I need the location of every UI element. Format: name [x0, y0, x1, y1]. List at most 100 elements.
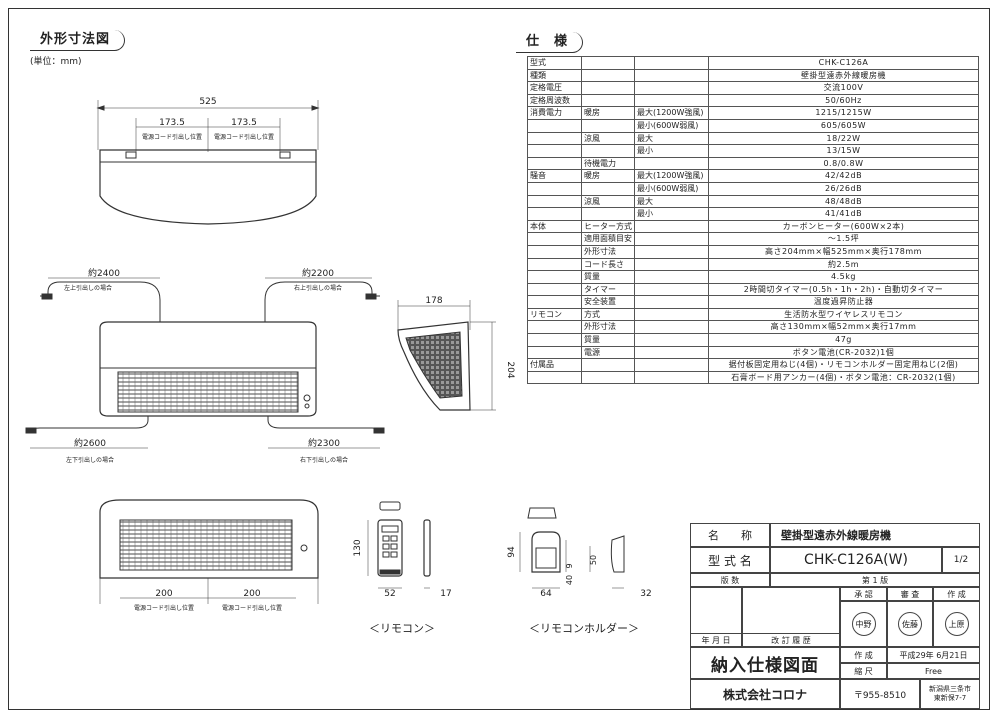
outline-section-tab: 外形寸法図 [30, 30, 126, 51]
spec-row: 種類 壁掛型遠赤外線暖房機 [527, 68, 979, 83]
spec-value: 4.5kg [708, 270, 979, 284]
tb-create-label: 作 成 [933, 587, 980, 601]
spec-value: 42/42dB [708, 169, 979, 183]
spec-value: 交流100V [708, 81, 979, 95]
spec-label [581, 181, 635, 196]
spec-row: 外形寸法高さ130mm×幅52mm×奥行17mm [527, 320, 979, 335]
spec-label [634, 156, 709, 171]
holder-caption: ＜リモコンホルダー＞ [529, 621, 639, 635]
spec-label: 涼風 [581, 194, 635, 209]
spec-label: 涼風 [581, 131, 635, 146]
tb-address-line2: 東新保7-7 [933, 694, 967, 702]
create-seal: 上原 [944, 612, 969, 636]
spec-label: 適用面積目安 [581, 232, 635, 246]
cord-lr-label: 右下引出しの場合 [300, 456, 348, 464]
dim-half-right: 173.5 [231, 118, 257, 128]
dim-bottom-left: 200 [155, 589, 172, 599]
side-view [397, 300, 496, 411]
spec-label [527, 370, 582, 385]
dim-holder-b: 40 [565, 575, 574, 585]
spec-label [581, 370, 635, 385]
spec-value: 高さ130mm×幅52mm×奥行17mm [708, 320, 979, 335]
spec-value: カーボンヒーター(600W×2本) [708, 219, 979, 234]
tb-revision-label: 改 訂 履 歴 [742, 633, 840, 647]
spec-label: ヒーター方式 [581, 219, 635, 234]
tb-edition-value: 第 1 版 [770, 573, 980, 587]
dim-bottom-right: 200 [243, 589, 260, 599]
spec-label: 質量 [581, 270, 635, 284]
spec-label [527, 207, 582, 221]
dim-holder-width: 64 [540, 589, 552, 599]
remote-caption: ＜リモコン＞ [369, 622, 435, 635]
tb-approve-label: 承 認 [840, 587, 887, 601]
spec-label [527, 232, 582, 246]
spec-label [634, 219, 709, 234]
dim-half-left: 173.5 [159, 118, 185, 128]
dim-depth: 178 [425, 296, 442, 306]
spec-label: 最小 [634, 144, 709, 158]
tb-doc-title: 納入仕様図面 [690, 647, 840, 679]
spec-label [527, 257, 582, 272]
holder-drawing [519, 507, 625, 589]
spec-label: 最大 [634, 194, 709, 209]
dim-width-total: 525 [199, 97, 216, 107]
spec-row: 消費電力暖房最大(1200W強風)1215/1215W [527, 106, 979, 120]
review-seal: 佐藤 [898, 612, 922, 636]
spec-label [634, 270, 709, 284]
tb-scale-value: Free [887, 663, 980, 679]
spec-value: 48/48dB [708, 194, 979, 209]
spec-value: ～1.5坪 [708, 232, 979, 246]
unit-label: (単位：mm) [30, 57, 82, 67]
spec-label [527, 345, 582, 360]
spec-value: 壁掛型遠赤外線暖房機 [708, 68, 979, 83]
spec-label: 付属品 [527, 358, 582, 372]
spec-label [581, 144, 635, 158]
spec-label: 型式 [527, 56, 582, 70]
spec-label [634, 232, 709, 246]
title-block: 名 称 壁掛型遠赤外線暖房機 型 式 名 CHK-C126A(W) 1/2 版 … [690, 523, 980, 709]
spec-label: 最大 [634, 131, 709, 146]
spec-label [527, 131, 582, 146]
spec-value: 2時間切タイマー(0.5h・1h・2h)・自動切タイマー [708, 282, 979, 297]
cord-pos-right: 電源コード引出し位置 [214, 133, 274, 141]
spec-value: 据付板固定用ねじ(4個)・リモコンホルダー固定用ねじ(2個) [708, 358, 979, 372]
bottom-cord-left: 電源コード引出し位置 [134, 604, 194, 612]
tb-address: 新潟県三条市 東新保7-7 [920, 679, 980, 709]
tb-name-value: 壁掛型遠赤外線暖房機 [770, 523, 980, 547]
spec-label [581, 207, 635, 221]
tb-model-value: CHK-C126A(W) [770, 547, 942, 573]
tb-model-label: 型 式 名 [690, 547, 770, 573]
spec-value: 13/15W [708, 144, 979, 158]
spec-row: 電源ボタン電池(CR-2032)1個 [527, 345, 979, 360]
spec-label [581, 68, 635, 83]
dim-remote-width: 52 [384, 589, 395, 599]
tb-create-box: 上原 [933, 601, 980, 647]
spec-row: 安全装置温度過昇防止器 [527, 295, 979, 309]
spec-row: 適用面積目安 ～1.5坪 [527, 232, 979, 246]
dim-holder-c: 50 [589, 555, 598, 565]
spec-label [634, 345, 709, 360]
spec-label: 最小 [634, 207, 709, 221]
dim-remote-height: 130 [353, 539, 363, 556]
spec-label: リモコン [527, 307, 582, 322]
drawing-frame [8, 8, 990, 710]
cord-ll-label: 左下引出しの場合 [66, 456, 114, 464]
tb-name-label: 名 称 [690, 523, 770, 547]
tb-edition-label: 版 数 [690, 573, 770, 587]
approve-seal: 中野 [851, 612, 876, 636]
tb-scale-label: 縮 尺 [840, 663, 887, 679]
dim-remote-depth: 17 [440, 589, 451, 599]
spec-value: 18/22W [708, 131, 979, 146]
cord-ur-length: 約2200 [302, 267, 334, 279]
spec-label [634, 68, 709, 83]
spec-label [527, 194, 582, 209]
tb-date-label: 年 月 日 [690, 633, 742, 647]
cord-ur-label: 右上引出しの場合 [294, 284, 342, 292]
spec-label: 種類 [527, 68, 582, 83]
spec-value: 50/60Hz [708, 93, 979, 108]
